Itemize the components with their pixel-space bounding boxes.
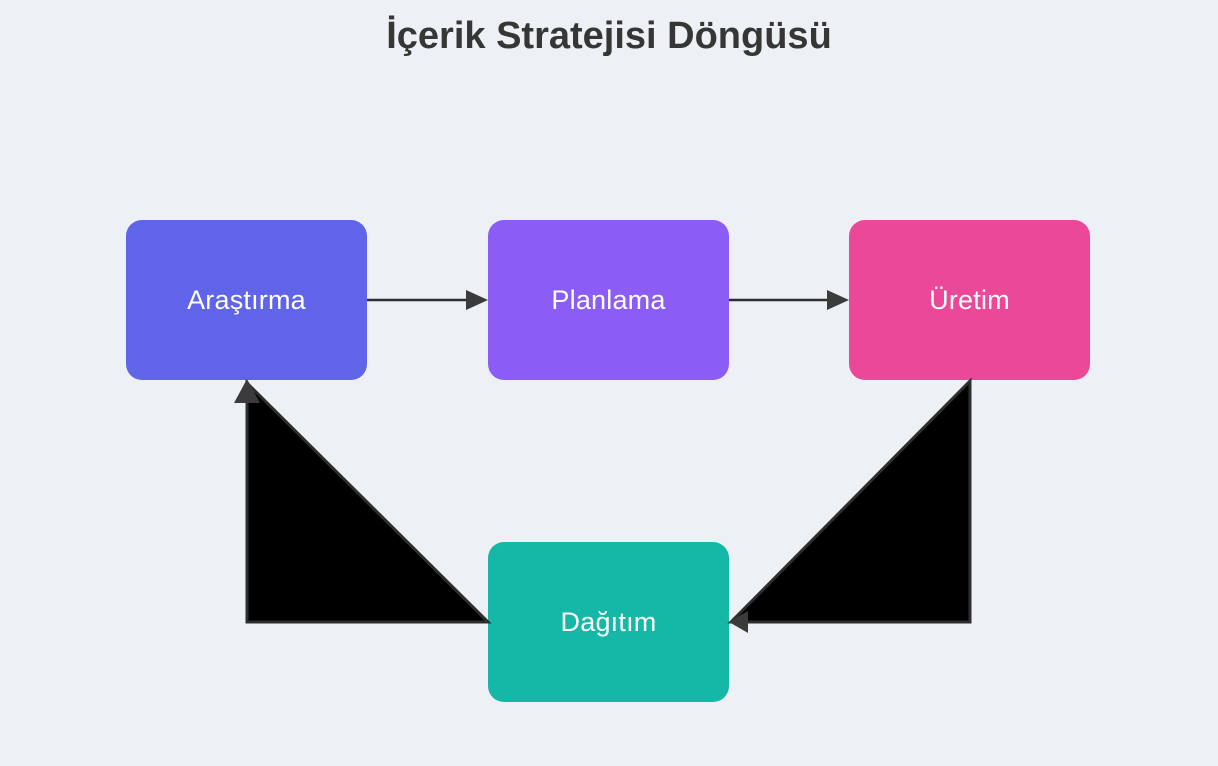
node-planlama: Planlama — [488, 220, 729, 380]
node-arastirma: Araştırma — [126, 220, 367, 380]
node-uretim: Üretim — [849, 220, 1090, 380]
node-planlama-label: Planlama — [551, 284, 666, 315]
node-dagitim-label: Dağıtım — [560, 606, 657, 637]
node-dagitim: Dağıtım — [488, 542, 729, 702]
edge-arastirma-planlama-arrowhead-icon — [466, 290, 488, 310]
edge-dagitim-arastirma-arrowhead-icon — [234, 379, 260, 403]
edge-dagitim-arastirma-filled-connector — [245, 379, 492, 624]
diagram-title: İçerik Stratejisi Döngüsü — [386, 15, 832, 57]
node-arastirma-label: Araştırma — [187, 284, 306, 315]
edge-planlama-uretim-arrowhead-icon — [827, 290, 849, 310]
edge-uretim-dagitim — [727, 377, 972, 633]
edge-uretim-dagitim-arrowhead-icon — [729, 611, 748, 633]
edge-arastirma-planlama — [367, 290, 488, 310]
edge-dagitim-arastirma — [234, 379, 492, 624]
node-uretim-label: Üretim — [929, 284, 1010, 315]
edge-uretim-dagitim-filled-connector — [727, 377, 972, 624]
edge-planlama-uretim — [729, 290, 849, 310]
